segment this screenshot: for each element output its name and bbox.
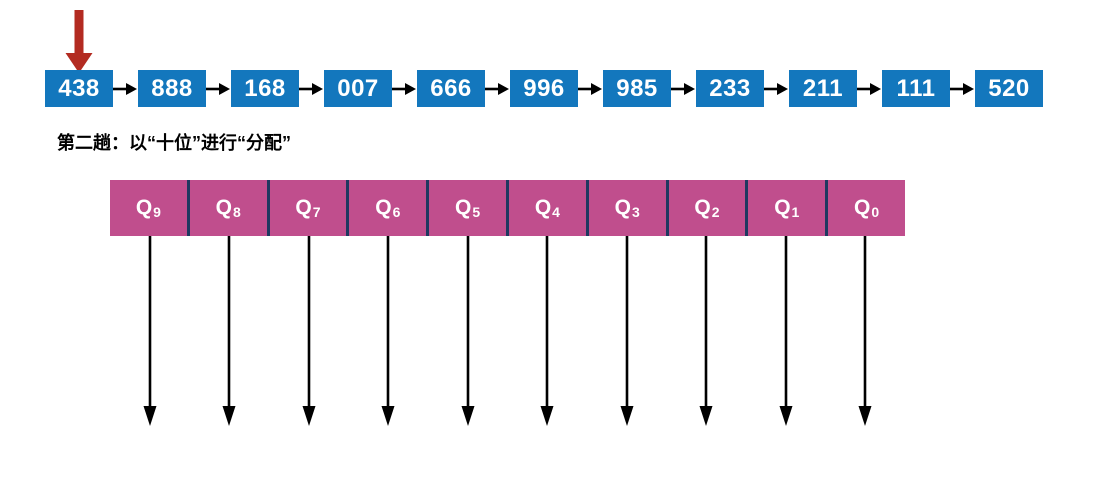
list-node: 520 (975, 70, 1043, 107)
bucket-cell: Q4 (509, 180, 589, 236)
bucket-label: Q0 (854, 196, 880, 220)
bucket-label: Q9 (135, 196, 161, 220)
bucket-arrow-slot (110, 236, 190, 426)
list-node: 007 (324, 70, 392, 107)
down-arrow-icon (380, 236, 396, 426)
down-arrow-icon (857, 236, 873, 426)
down-arrow-icon (221, 236, 237, 426)
bucket-cell: Q2 (669, 180, 749, 236)
down-arrow-icon (698, 236, 714, 426)
list-node: 888 (138, 70, 206, 107)
next-pointer-arrow-icon (113, 82, 138, 96)
bucket-arrows (110, 236, 905, 426)
next-pointer-arrow-icon (392, 82, 417, 96)
list-node: 111 (882, 70, 950, 107)
bucket-arrow-slot (508, 236, 588, 426)
bucket-arrow-slot (269, 236, 349, 426)
bucket-cell: Q0 (828, 180, 905, 236)
linked-list: 438 888 168 007 666 996 985 233 211 111 520 (45, 70, 1043, 107)
current-node-pointer-icon (65, 10, 93, 73)
down-arrow-icon (460, 236, 476, 426)
bucket-cell: Q6 (349, 180, 430, 236)
bucket-label: Q7 (295, 196, 321, 220)
bucket-label: Q5 (455, 196, 481, 220)
next-pointer-arrow-icon (299, 82, 324, 96)
bucket-arrow-slot (667, 236, 747, 426)
down-arrow-icon (539, 236, 555, 426)
down-arrow-icon (619, 236, 635, 426)
bucket-label: Q2 (694, 196, 720, 220)
list-node: 438 (45, 70, 113, 107)
list-node: 985 (603, 70, 671, 107)
next-pointer-arrow-icon (671, 82, 696, 96)
bucket-arrow-slot (190, 236, 270, 426)
bucket-cell: Q8 (190, 180, 270, 236)
next-pointer-arrow-icon (485, 82, 510, 96)
list-node: 666 (417, 70, 485, 107)
bucket-arrow-slot (428, 236, 508, 426)
bucket-cell: Q3 (589, 180, 669, 236)
down-arrow-icon (778, 236, 794, 426)
bucket-cell: Q1 (748, 180, 829, 236)
bucket-cell: Q5 (429, 180, 509, 236)
bucket-label: Q4 (534, 196, 560, 220)
bucket-arrow-slot (587, 236, 667, 426)
bucket-label: Q6 (375, 196, 401, 220)
list-node: 211 (789, 70, 857, 107)
list-node: 233 (696, 70, 764, 107)
bucket-cell: Q7 (270, 180, 350, 236)
next-pointer-arrow-icon (206, 82, 231, 96)
next-pointer-arrow-icon (857, 82, 882, 96)
list-node: 168 (231, 70, 299, 107)
bucket-cell: Q9 (110, 180, 190, 236)
bucket-bar: Q9 Q8 Q7 Q6 Q5 Q4 Q3 Q2 Q1 Q0 (110, 180, 905, 236)
bucket-label: Q8 (215, 196, 241, 220)
bucket-label: Q1 (774, 196, 800, 220)
pass-title: 第二趟：以“十位”进行“分配” (57, 133, 291, 153)
next-pointer-arrow-icon (950, 82, 975, 96)
bucket-arrow-slot (826, 236, 906, 426)
list-node: 996 (510, 70, 578, 107)
next-pointer-arrow-icon (578, 82, 603, 96)
bucket-arrow-slot (746, 236, 826, 426)
bucket-arrow-slot (349, 236, 429, 426)
bucket-label: Q3 (614, 196, 640, 220)
down-arrow-icon (301, 236, 317, 426)
next-pointer-arrow-icon (764, 82, 789, 96)
down-arrow-icon (142, 236, 158, 426)
